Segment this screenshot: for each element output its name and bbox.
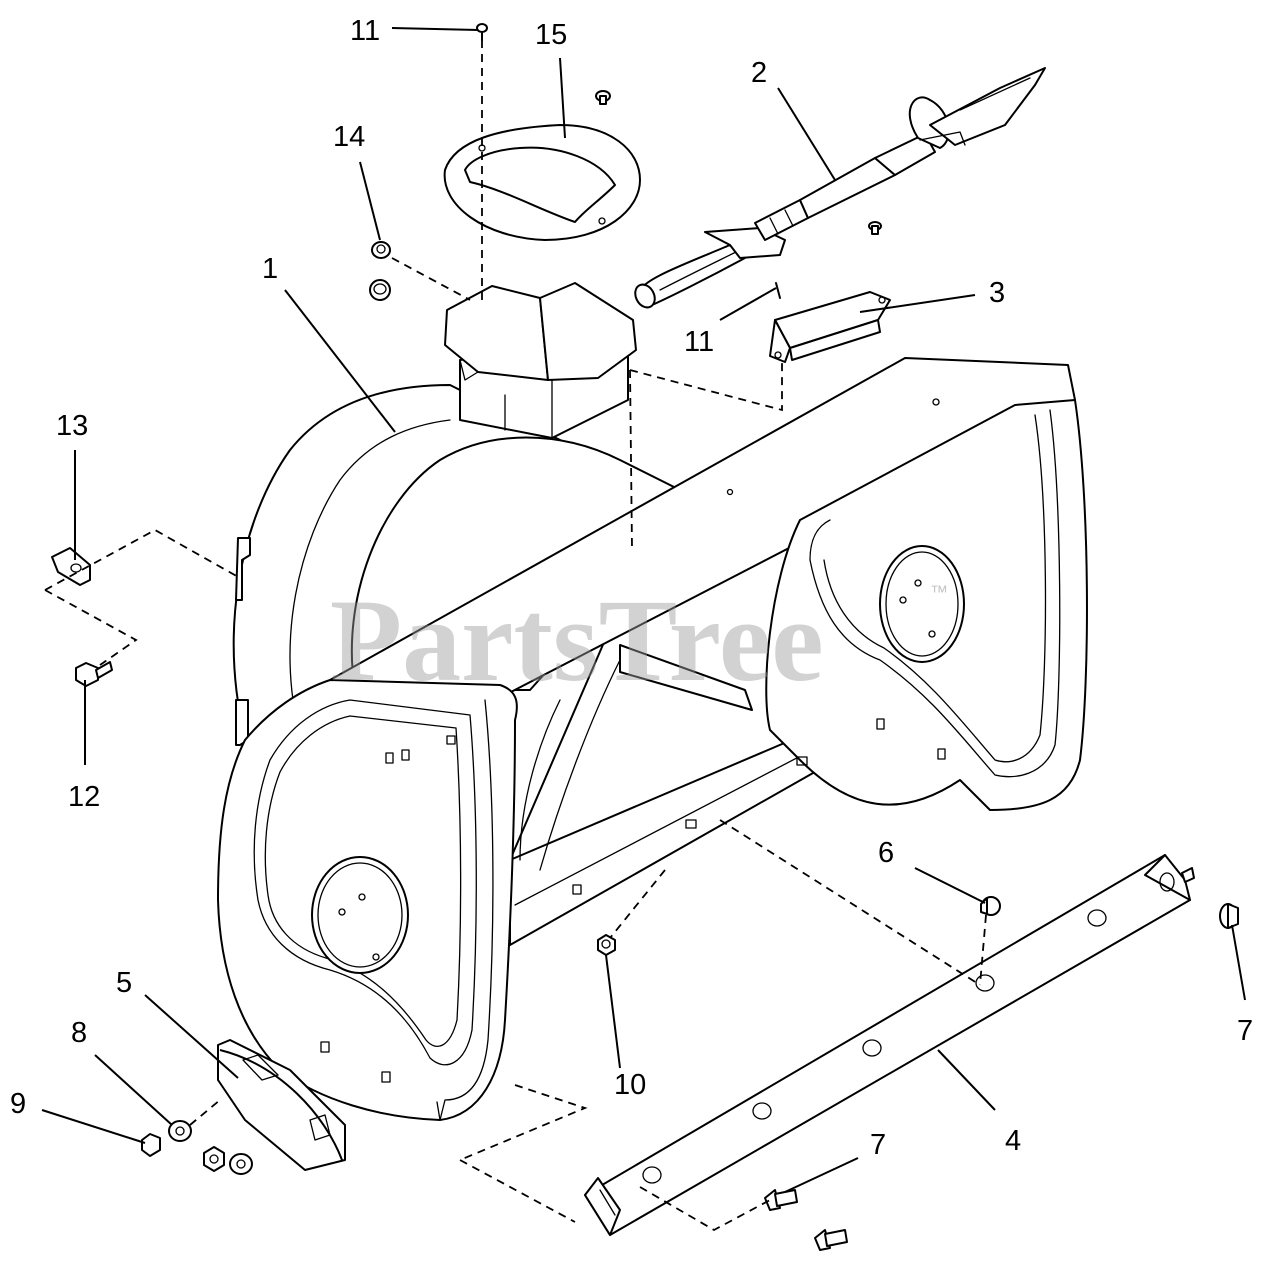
carriage-bolt-bottom — [814, 1229, 848, 1251]
callout-9: 9 — [10, 1088, 26, 1120]
callout-6: 6 — [878, 837, 894, 869]
chute-crank-assembly — [634, 67, 1046, 309]
callout-10: 10 — [614, 1069, 646, 1101]
crank-bracket — [769, 291, 891, 363]
callout-15: 15 — [535, 19, 567, 51]
lower-washer — [229, 1153, 253, 1175]
callout-4: 4 — [1005, 1125, 1021, 1157]
cotter-pin-top — [476, 23, 488, 41]
callout-5: 5 — [116, 967, 132, 999]
watermark-text: PartsTree — [330, 575, 824, 706]
carriage-bolt-lower — [764, 1189, 798, 1211]
chute-flange-plate — [443, 124, 641, 241]
callout-11-top: 11 — [350, 15, 380, 47]
crank-pin — [868, 221, 882, 235]
callout-1: 1 — [262, 253, 278, 285]
shave-plate — [584, 854, 1195, 1236]
cotter-pin-bracket — [775, 282, 781, 299]
flange-nut — [597, 934, 616, 956]
cap-screw — [980, 896, 1001, 916]
nut-9 — [141, 1133, 161, 1157]
flange-bushings — [369, 241, 391, 301]
callout-2: 2 — [751, 57, 767, 89]
callout-12: 12 — [68, 781, 100, 813]
callout-11-bracket: 11 — [684, 326, 714, 358]
hex-bolt-left — [75, 661, 113, 687]
callout-13: 13 — [56, 410, 88, 442]
carriage-bolt-right — [1219, 903, 1239, 929]
lower-nut — [203, 1146, 225, 1172]
left-side-plate — [217, 679, 518, 1121]
callout-8: 8 — [71, 1017, 87, 1049]
watermark-trademark: ™ — [930, 582, 948, 602]
assembly-dash-lines — [44, 40, 987, 1232]
callout-14: 14 — [333, 121, 365, 153]
leader-lines — [41, 27, 1246, 1193]
chute-adapter — [444, 282, 637, 439]
callout-7-lower: 7 — [870, 1129, 886, 1161]
top-screw — [595, 90, 611, 105]
washer-8 — [168, 1120, 192, 1142]
skid-shoe — [217, 1039, 346, 1171]
clip-nut — [51, 547, 91, 586]
callout-labels: 1 2 3 4 5 6 7 7 8 9 10 11 11 12 13 14 15 — [10, 15, 1253, 1161]
callout-3: 3 — [989, 277, 1005, 309]
callout-7-right: 7 — [1237, 1015, 1253, 1047]
